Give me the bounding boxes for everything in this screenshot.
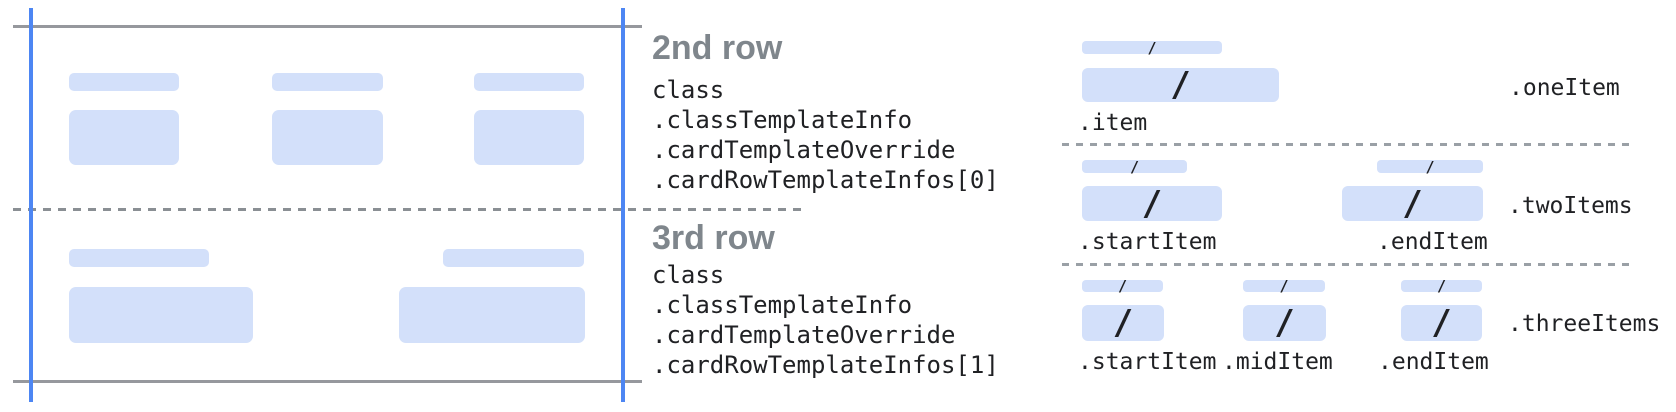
row3-end-value-placeholder (399, 287, 585, 343)
row3-start-label-placeholder (69, 249, 209, 267)
row2-path-line: .cardTemplateOverride (652, 136, 956, 164)
start-item-field-label: .startItem (1078, 229, 1217, 255)
row3-path-line: .cardTemplateOverride (652, 321, 956, 349)
row3-path-line: .cardRowTemplateInfos[1] (652, 351, 999, 379)
three-items-layout-label: .threeItems (1508, 311, 1661, 337)
one-item-value-pill: / (1082, 68, 1279, 102)
card-top-guide-line (13, 25, 642, 28)
section-divider-dashed-line (1062, 143, 1630, 146)
row2-start-label-placeholder (69, 73, 179, 91)
two-items-start-value-pill: / (1082, 186, 1222, 221)
one-item-layout-label: .oneItem (1509, 75, 1620, 101)
two-items-start-label-pill: / (1082, 159, 1187, 174)
mid-item-field-label: .midItem (1222, 349, 1333, 375)
two-items-end-label-pill: / (1377, 159, 1483, 174)
row2-path: class .classTemplateInfo .cardTemplateOv… (652, 75, 999, 195)
three-items-end-label-pill: / (1401, 279, 1482, 294)
row2-mid-label-placeholder (272, 73, 383, 91)
row2-title: 2nd row (652, 29, 783, 67)
three-items-mid-label-pill: / (1243, 279, 1325, 294)
section-divider-dashed-line (1062, 263, 1630, 266)
card-right-guide-line (621, 8, 625, 402)
two-items-layout-label: .twoItems (1508, 193, 1633, 219)
row3-path-line: class (652, 261, 725, 289)
item-field-label: .item (1078, 110, 1148, 136)
row3-title: 3rd row (652, 219, 775, 257)
row3-path-line: .classTemplateInfo (652, 291, 913, 319)
end-item-field-label: .endItem (1378, 349, 1489, 375)
row2-path-line: class (652, 76, 725, 104)
row3-end-label-placeholder (443, 249, 584, 267)
one-item-label-pill: / (1082, 40, 1222, 55)
row2-end-value-placeholder (474, 110, 584, 165)
three-items-start-label-pill: / (1082, 279, 1163, 294)
end-item-field-label: .endItem (1377, 229, 1488, 255)
row2-end-label-placeholder (474, 73, 584, 91)
row2-path-line: .classTemplateInfo (652, 106, 913, 134)
row2-path-line: .cardRowTemplateInfos[0] (652, 166, 999, 194)
row-divider-dashed-line (13, 208, 802, 211)
row3-start-value-placeholder (69, 287, 253, 343)
start-item-field-label: .startItem (1078, 349, 1217, 375)
row2-mid-value-placeholder (272, 110, 383, 165)
card-bottom-guide-line (13, 380, 642, 383)
row3-path: class .classTemplateInfo .cardTemplateOv… (652, 260, 999, 380)
three-items-mid-value-pill: / (1243, 305, 1326, 341)
row2-start-value-placeholder (69, 110, 179, 165)
two-items-end-value-pill: / (1342, 186, 1483, 221)
card-left-guide-line (29, 8, 33, 402)
three-items-end-value-pill: / (1401, 305, 1482, 341)
three-items-start-value-pill: / (1082, 305, 1164, 341)
